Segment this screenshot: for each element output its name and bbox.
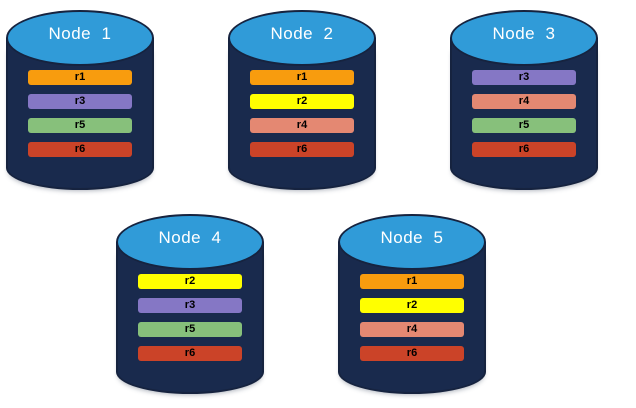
cylinder-top-lid [228,10,376,66]
replica-bar[interactable]: r2 [250,94,354,109]
replica-list: r1 r3 r5 r6 [28,70,132,157]
replica-bar[interactable]: r6 [250,142,354,157]
cylinder-top-lid [338,214,486,270]
replica-list: r3 r4 r5 r6 [472,70,576,157]
replica-bar[interactable]: r4 [360,322,464,337]
replica-bar[interactable]: r2 [360,298,464,313]
replica-bar[interactable]: r2 [138,274,242,289]
replica-bar[interactable]: r5 [472,118,576,133]
cylinder-top-lid [450,10,598,66]
replica-bar[interactable]: r6 [138,346,242,361]
database-node-cylinder[interactable]: Node 4 r2 r3 r5 r6 [116,212,264,398]
replica-bar[interactable]: r3 [472,70,576,85]
database-node-cylinder[interactable]: Node 2 r1 r2 r4 r6 [228,8,376,194]
replica-list: r2 r3 r5 r6 [138,274,242,361]
replica-bar[interactable]: r5 [138,322,242,337]
replica-bar[interactable]: r3 [138,298,242,313]
replica-bar[interactable]: r3 [28,94,132,109]
cylinder-top-lid [116,214,264,270]
node-title: Node 4 [158,228,222,247]
node-title: Node 3 [492,24,556,43]
replica-bar[interactable]: r1 [360,274,464,289]
replica-bar[interactable]: r6 [360,346,464,361]
replica-bar[interactable]: r1 [28,70,132,85]
replica-bar[interactable]: r5 [28,118,132,133]
replica-list: r1 r2 r4 r6 [360,274,464,361]
replica-bar[interactable]: r4 [250,118,354,133]
database-node-cylinder[interactable]: Node 1 r1 r3 r5 r6 [6,8,154,194]
node-title: Node 1 [48,24,112,43]
cylinder-top-lid [6,10,154,66]
replica-list: r1 r2 r4 r6 [250,70,354,157]
replica-bar[interactable]: r6 [472,142,576,157]
replica-bar[interactable]: r6 [28,142,132,157]
node-title: Node 5 [380,228,444,247]
replica-bar[interactable]: r4 [472,94,576,109]
replica-bar[interactable]: r1 [250,70,354,85]
database-node-cylinder[interactable]: Node 3 r3 r4 r5 r6 [450,8,598,194]
node-title: Node 2 [270,24,334,43]
database-node-cylinder[interactable]: Node 5 r1 r2 r4 r6 [338,212,486,398]
